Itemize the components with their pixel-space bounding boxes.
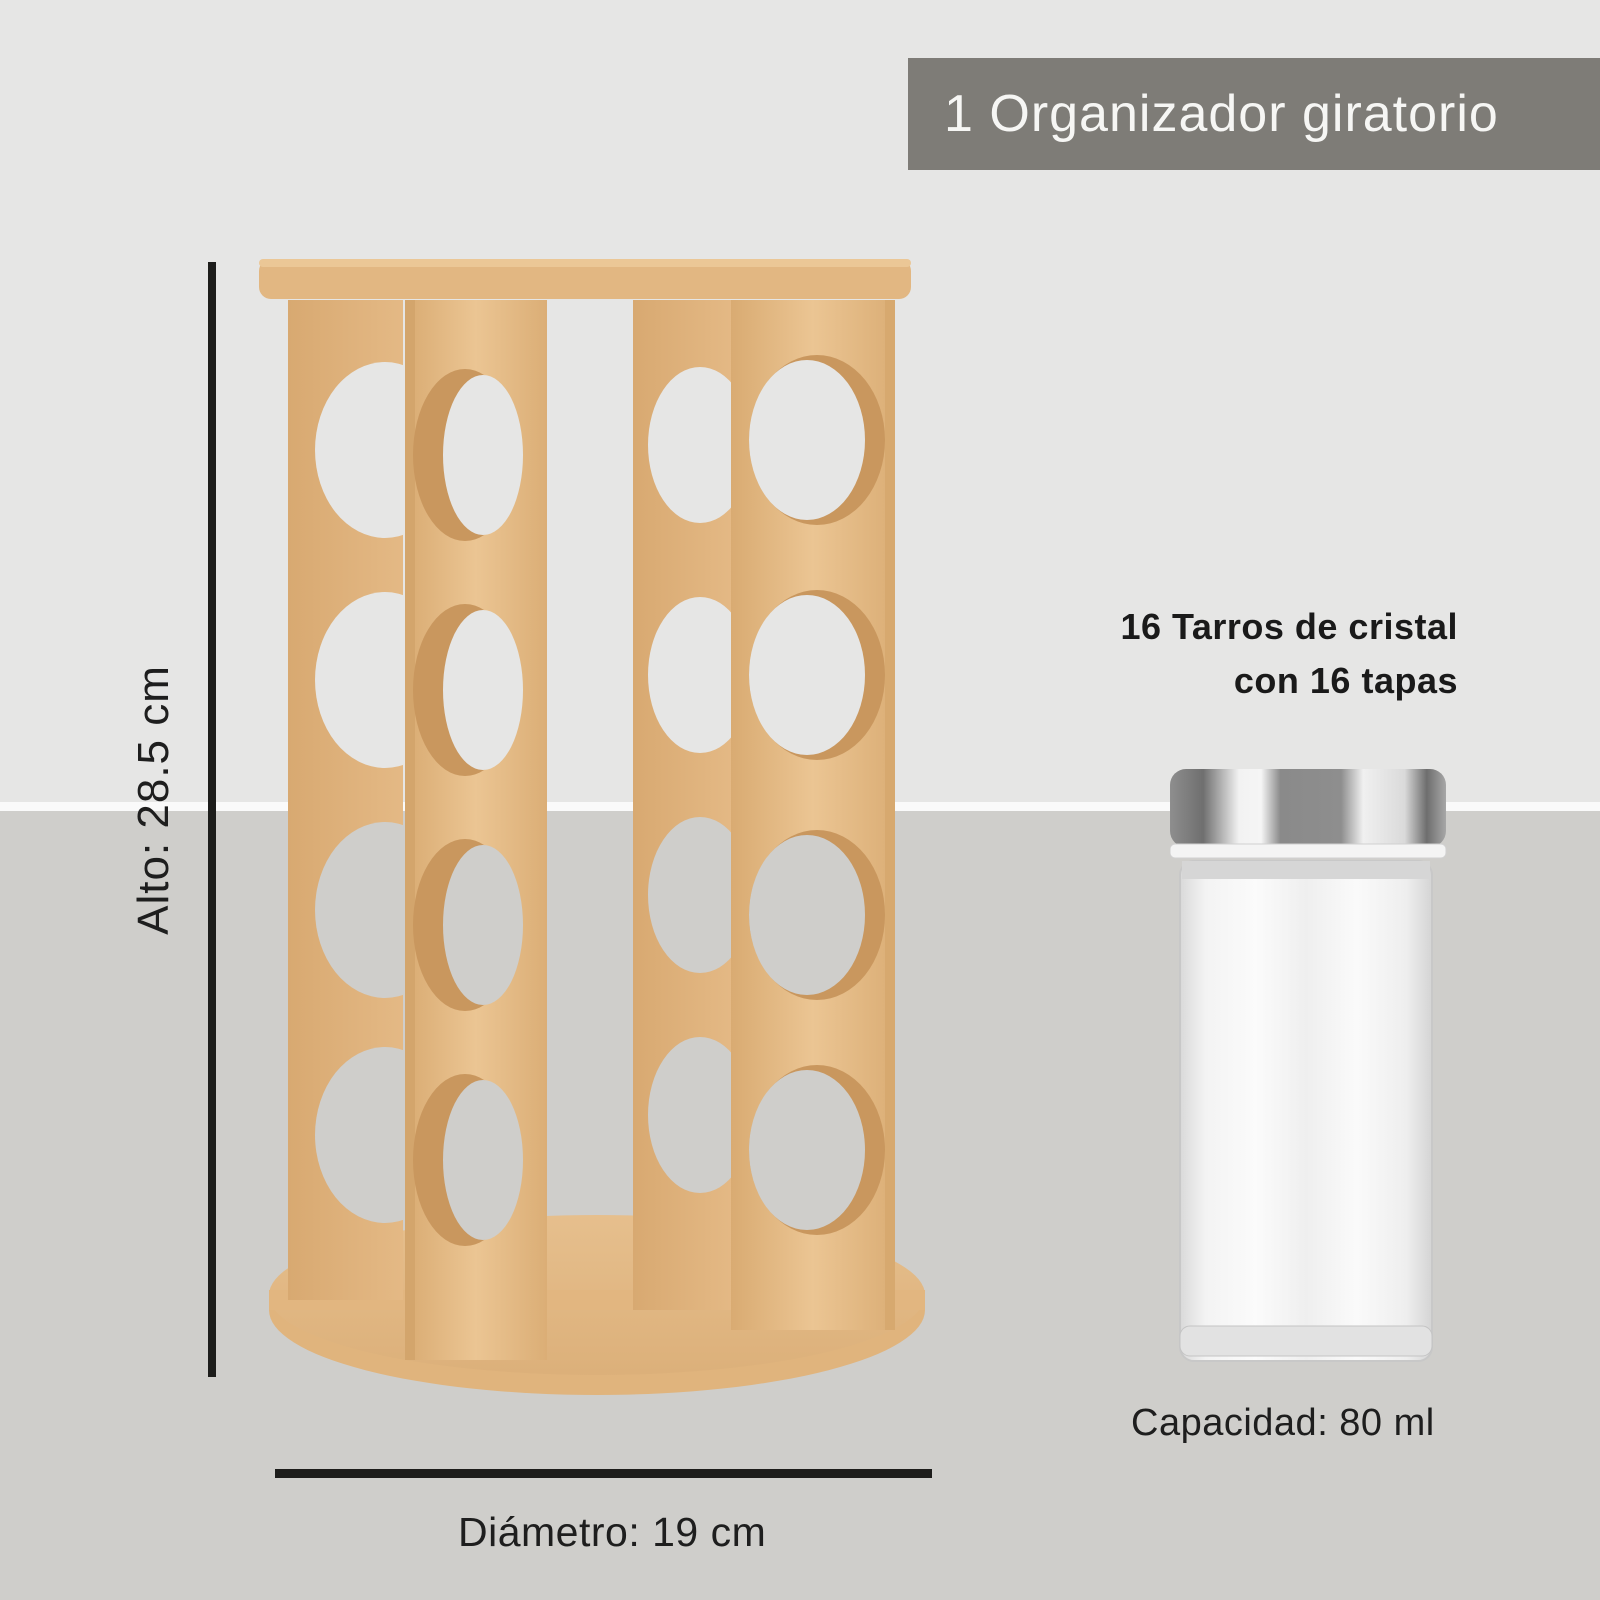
- jars-description-line2: con 16 tapas: [1233, 660, 1458, 701]
- capacity-label: Capacidad: 80 ml: [1131, 1402, 1435, 1444]
- jars-description: 16 Tarros de cristal con 16 tapas: [1121, 600, 1459, 708]
- title-banner: 1 Organizador giratorio: [908, 58, 1600, 170]
- height-measure-line: [208, 262, 216, 1377]
- height-label: Alto: 28.5 cm: [129, 665, 178, 935]
- title-banner-text: 1 Organizador giratorio: [944, 85, 1499, 143]
- jar-image: [1170, 769, 1447, 1362]
- jars-description-line1: 16 Tarros de cristal: [1120, 606, 1458, 647]
- diameter-measure-line: [275, 1469, 932, 1478]
- diameter-label: Diámetro: 19 cm: [458, 1509, 767, 1555]
- organizer-image: [259, 259, 925, 1395]
